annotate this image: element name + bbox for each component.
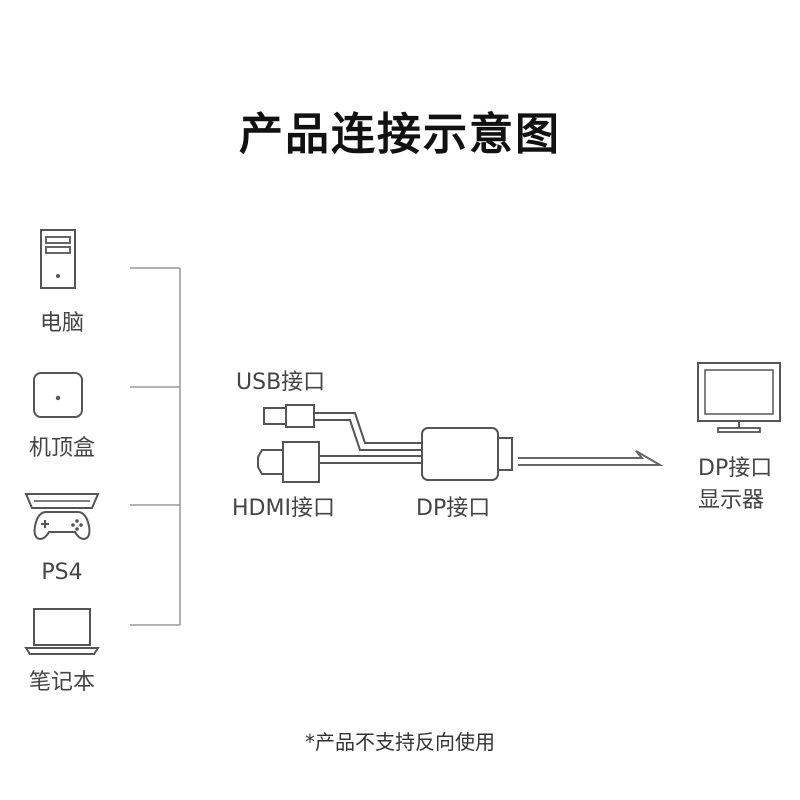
laptop-icon [24, 608, 100, 655]
dp-label: DP接口 [416, 496, 491, 521]
hdmi-plug [257, 441, 320, 483]
device-label-pc: 电脑 [39, 311, 84, 336]
game-console-icon [24, 493, 100, 541]
device-label-laptop: 笔记本 [28, 670, 95, 695]
arrow-to-display [518, 450, 664, 466]
usb-label: USB接口 [236, 370, 326, 395]
dp-adapter [421, 427, 513, 481]
usb-cable [314, 412, 422, 451]
usage-note: *产品不支持反向使用 [305, 730, 495, 754]
usb-plug [263, 404, 315, 428]
display-label-line2: 显示器 [698, 488, 765, 513]
hdmi-label: HDMI接口 [232, 496, 335, 521]
diagram-title: 产品连接示意图 [239, 109, 561, 160]
monitor-icon [697, 362, 781, 433]
device-label-ps4: PS4 [41, 560, 83, 585]
desktop-tower-icon [40, 229, 76, 289]
device-label-settopbox: 机顶盒 [28, 436, 95, 461]
display-label-line1: DP接口 [698, 456, 773, 481]
hdmi-cable [319, 455, 422, 464]
set-top-box-icon [33, 372, 83, 418]
